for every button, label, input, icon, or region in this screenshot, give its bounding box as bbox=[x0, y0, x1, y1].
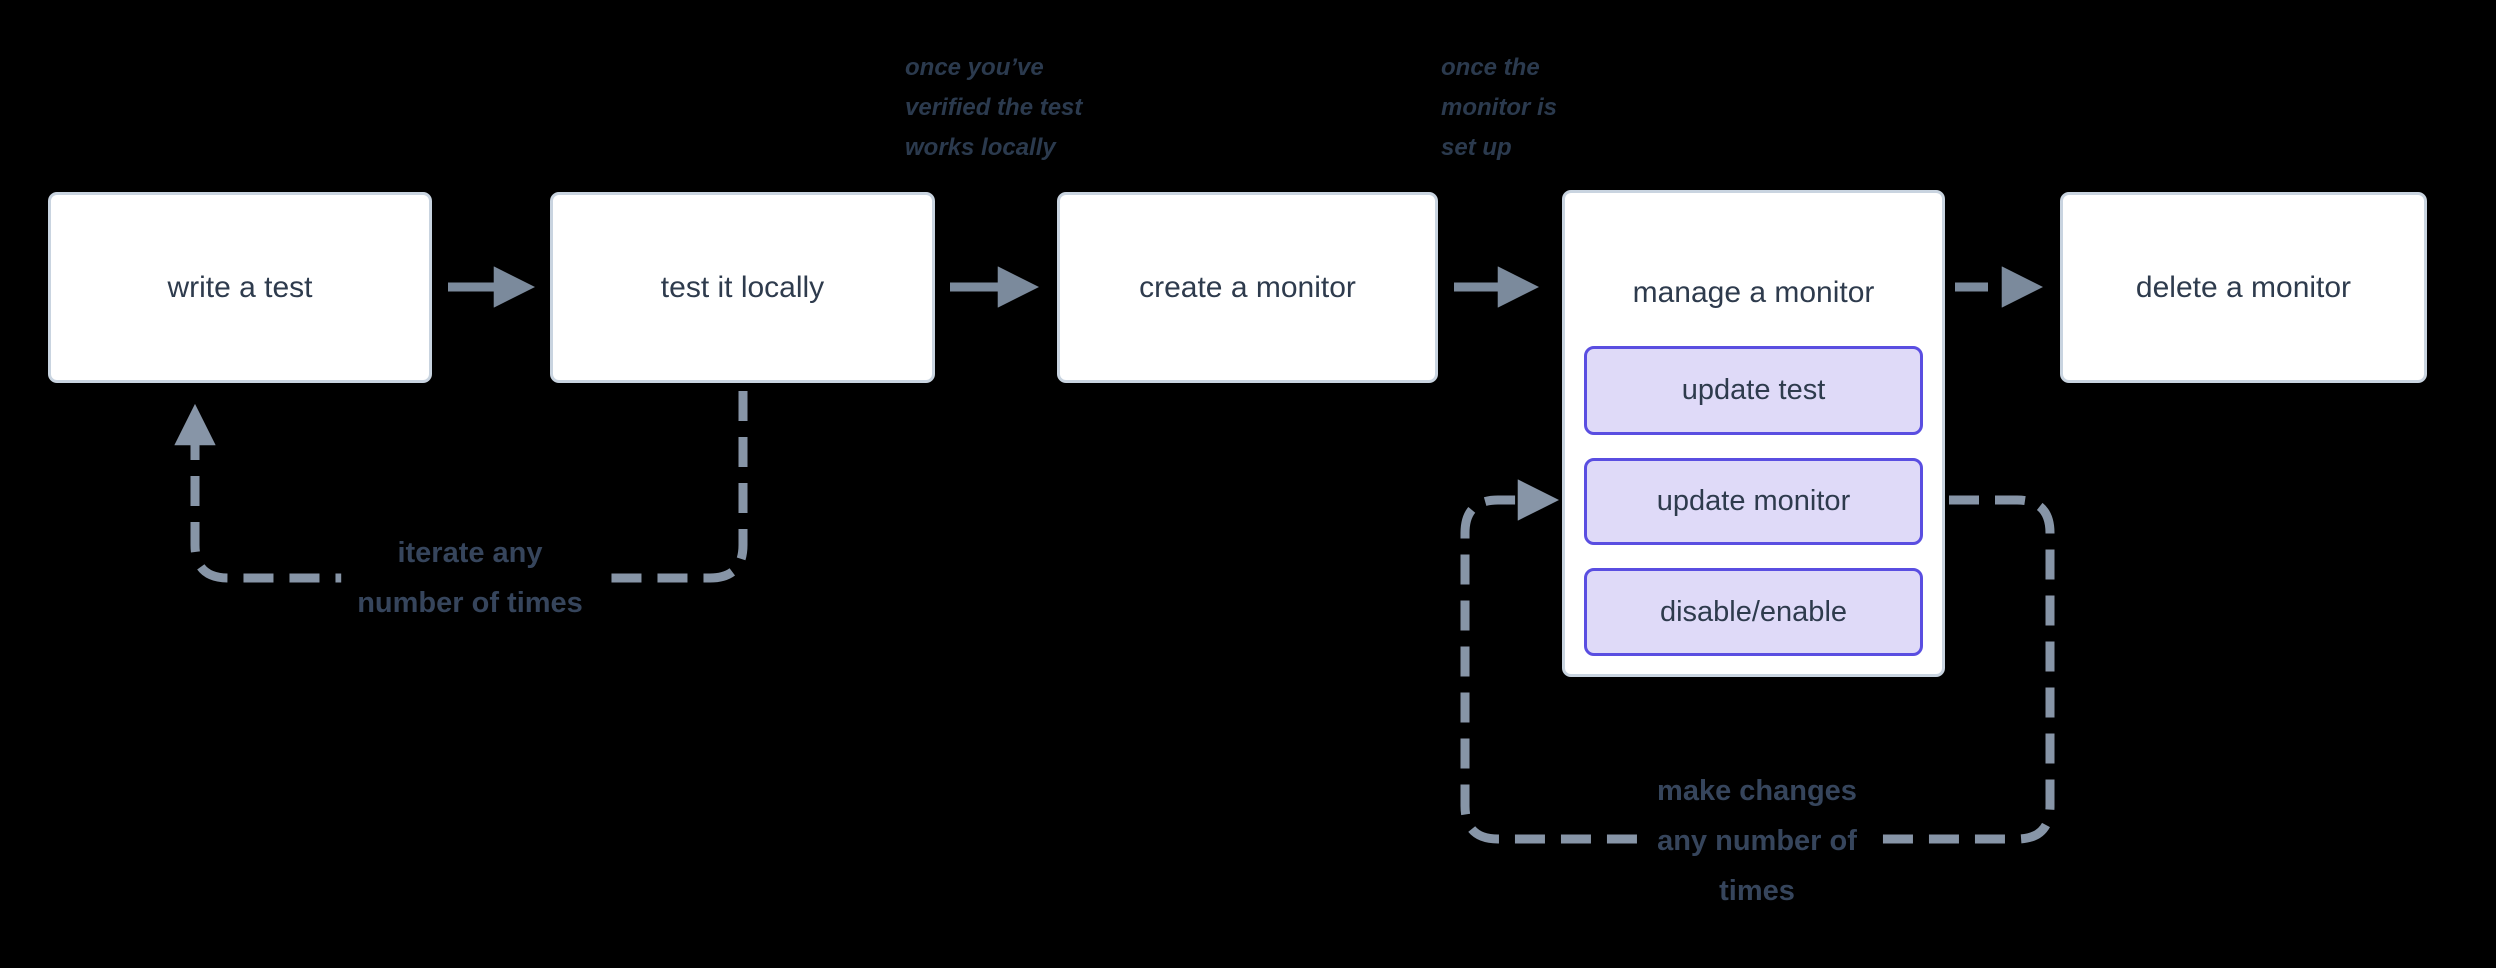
loop-label-line: times bbox=[1719, 875, 1795, 907]
loop-iterate-dashed bbox=[174, 391, 748, 583]
node-label: delete a monitor bbox=[2135, 270, 2352, 304]
annotation-line: works locally bbox=[905, 134, 1056, 161]
annotation-line: verified the test bbox=[905, 94, 1083, 121]
action-label: update test bbox=[1681, 374, 1826, 406]
annotation-line: once you’ve bbox=[905, 54, 1044, 81]
label-iterate-loop: iterate any number of times bbox=[341, 528, 599, 628]
loop-label-line: iterate any bbox=[397, 537, 543, 569]
annotation-line: monitor is bbox=[1441, 94, 1558, 121]
node-label: manage a monitor bbox=[1632, 276, 1875, 309]
action-update-test: update test bbox=[1584, 346, 1923, 435]
node-delete-a-monitor: delete a monitor bbox=[2060, 192, 2427, 383]
action-label: disable/enable bbox=[1659, 595, 1848, 628]
annotation-line: once the bbox=[1441, 54, 1540, 81]
node-test-it-locally: test it locally bbox=[550, 192, 935, 383]
node-manage-a-monitor: manage a monitor update test update moni… bbox=[1562, 190, 1945, 677]
action-label: update monitor bbox=[1656, 485, 1851, 517]
loop-label-line: any number of bbox=[1657, 825, 1857, 857]
action-disable-enable: disable/enable bbox=[1584, 568, 1923, 656]
annotation-monitor-set-up: once the monitor is set up bbox=[1441, 48, 1557, 168]
loop-label-line: make changes bbox=[1657, 775, 1857, 807]
label-make-changes-loop: make changes any number of times bbox=[1641, 766, 1873, 916]
annotation-line: set up bbox=[1441, 134, 1512, 161]
annotation-verified-locally: once you’ve verified the test works loca… bbox=[905, 48, 1082, 168]
node-label: write a test bbox=[167, 270, 313, 304]
action-update-monitor: update monitor bbox=[1584, 458, 1923, 545]
node-create-a-monitor: create a monitor bbox=[1057, 192, 1438, 383]
node-label: create a monitor bbox=[1139, 270, 1356, 304]
node-label: test it locally bbox=[660, 270, 825, 304]
node-write-a-test: write a test bbox=[48, 192, 432, 383]
loop-label-line: number of times bbox=[357, 587, 583, 619]
